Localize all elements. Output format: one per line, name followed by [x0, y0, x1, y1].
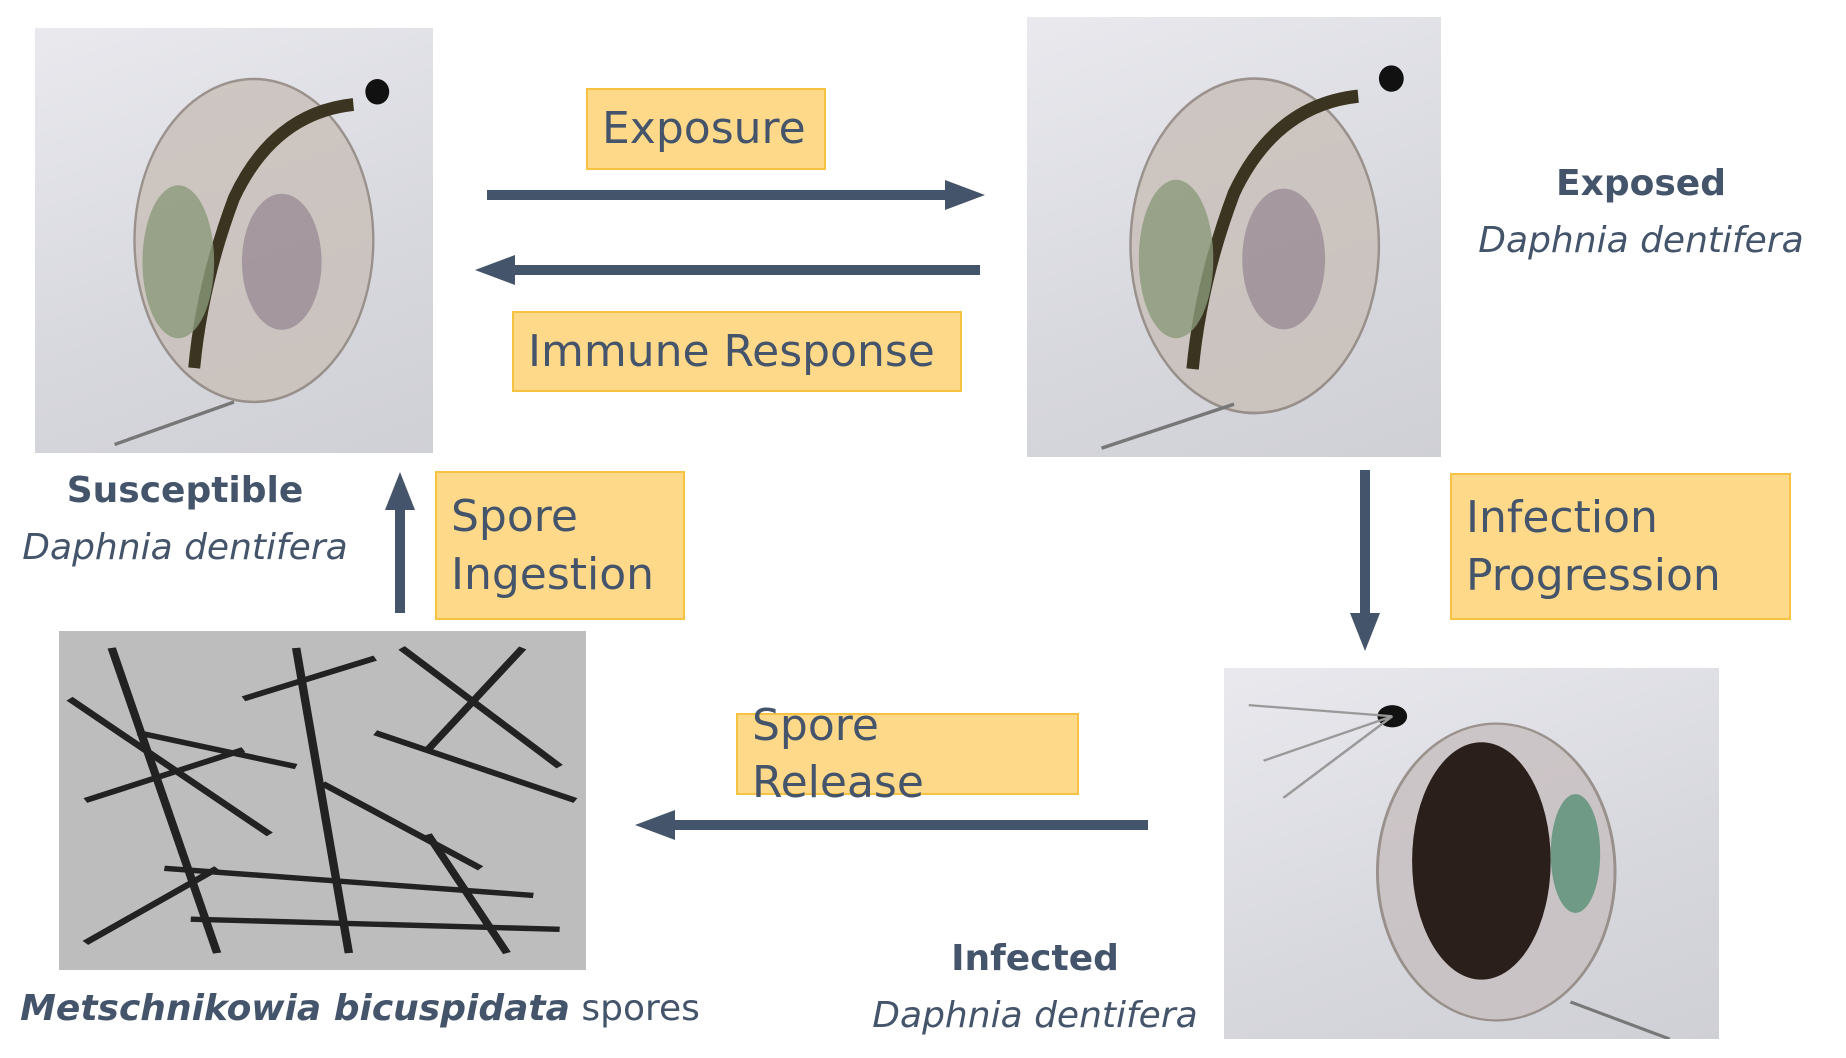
- infection-progression-label-box: Infection Progression: [1450, 473, 1791, 620]
- infected-state: Infected: [951, 938, 1119, 979]
- spore-ingestion-arrow: [385, 472, 415, 613]
- infection-progression-text-line1: Infection: [1466, 492, 1658, 544]
- spore-ingestion-text-line2: Ingestion: [451, 548, 655, 600]
- infection-progression-text-line2: Progression: [1466, 549, 1721, 601]
- exposed-species: Daphnia dentifera: [1478, 220, 1804, 261]
- exposed-state: Exposed: [1556, 163, 1726, 204]
- exposure-arrow: [487, 180, 985, 210]
- spore-release-arrow: [635, 810, 1148, 840]
- susceptible-species: Daphnia dentifera: [22, 527, 348, 568]
- spores-suffix: spores: [569, 988, 700, 1029]
- infected-label: Infected Daphnia dentifera: [850, 930, 1220, 1044]
- susceptible-daphnia-photo: [35, 28, 433, 453]
- spore-ingestion-label-box: Spore Ingestion: [435, 471, 685, 620]
- exposed-label: Exposed Daphnia dentifera: [1456, 155, 1826, 269]
- exposure-text: Exposure: [602, 103, 806, 155]
- immune-response-label-box: Immune Response: [512, 311, 962, 392]
- infected-daphnia-photo: [1224, 668, 1719, 1039]
- spores-species: Metschnikowia bicuspidata: [20, 988, 570, 1029]
- infected-species: Daphnia dentifera: [872, 995, 1198, 1036]
- spores-label: Metschnikowia bicuspidata spores: [10, 980, 710, 1037]
- spore-release-label-box: Spore Release: [736, 700, 1079, 808]
- spore-ingestion-text-line1: Spore: [451, 491, 578, 543]
- immune-response-text: Immune Response: [528, 325, 935, 377]
- immune-response-arrow: [475, 255, 980, 285]
- spore-release-text: Spore Release: [752, 699, 924, 808]
- infection-progression-arrow: [1350, 470, 1380, 651]
- exposure-label-box: Exposure: [586, 88, 826, 170]
- spores-micrograph: [59, 631, 586, 970]
- exposed-daphnia-photo: [1027, 17, 1441, 457]
- susceptible-label: Susceptible Daphnia dentifera: [0, 462, 370, 576]
- susceptible-state: Susceptible: [66, 470, 304, 511]
